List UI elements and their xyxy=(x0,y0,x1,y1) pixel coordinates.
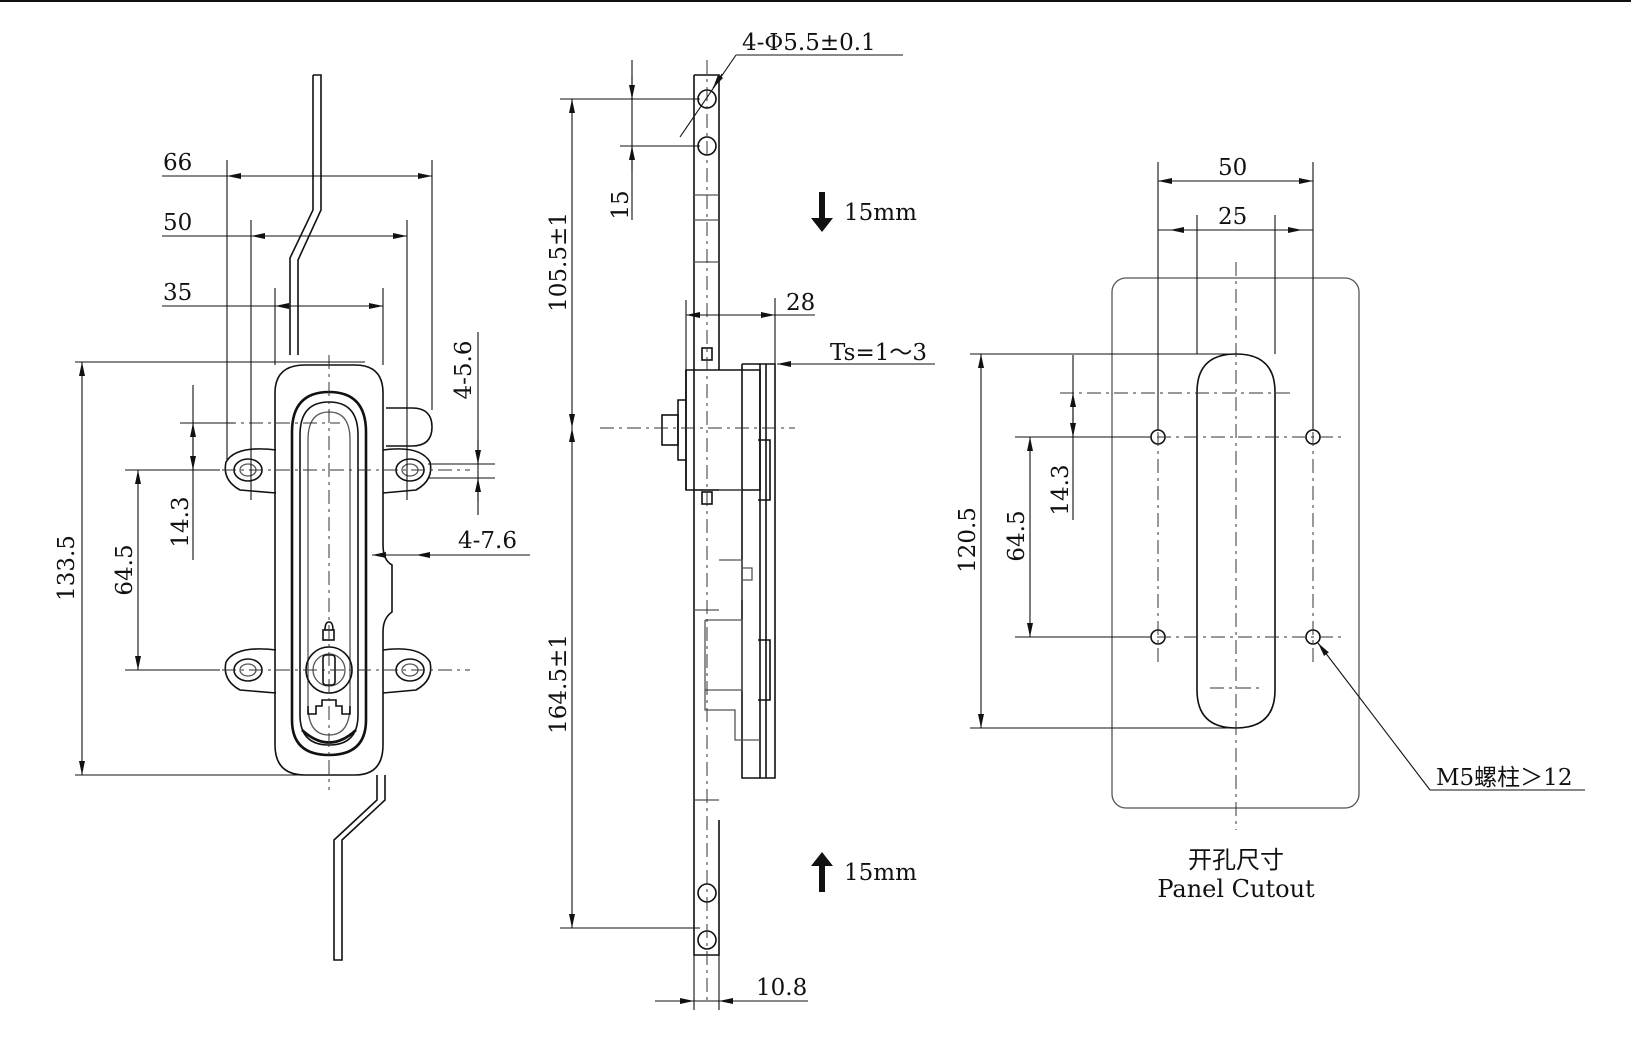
arrow-down-icon xyxy=(811,192,833,232)
dim-105-5: 105.5±1 xyxy=(546,212,572,312)
travel-down-label: 15mm xyxy=(844,200,917,226)
handle-slot xyxy=(290,390,368,757)
cutout-view: 50 25 120.5 64.5 14.3 M5螺柱＞12 开孔尺寸 Panel… xyxy=(955,155,1585,903)
dim-4-7-6: 4-7.6 xyxy=(458,528,517,554)
travel-up-label: 15mm xyxy=(844,860,917,886)
upper-rod xyxy=(289,74,322,355)
dim-50: 50 xyxy=(163,210,192,236)
dim-4-5-6: 4-5.6 xyxy=(451,341,477,400)
cut-dim-50: 50 xyxy=(1218,155,1247,181)
mounting-ears xyxy=(224,448,432,694)
cutout-slot xyxy=(1196,353,1276,729)
caption-en: Panel Cutout xyxy=(1157,875,1315,903)
dim-28: 28 xyxy=(786,290,815,316)
front-view: 66 50 35 133.5 64.5 14.3 4-5.6 4-7.6 xyxy=(54,74,530,961)
cut-dim-120-5: 120.5 xyxy=(955,507,981,573)
dim-15: 15 xyxy=(608,190,634,219)
arrow-up-icon xyxy=(811,852,833,892)
cut-dim-25: 25 xyxy=(1218,204,1247,230)
dim-133-5: 133.5 xyxy=(54,535,80,601)
housing-outline xyxy=(274,364,393,776)
lower-rod xyxy=(333,775,386,961)
dim-10-8: 10.8 xyxy=(756,975,807,1001)
dim-66: 66 xyxy=(163,150,192,176)
cut-dim-64-5: 64.5 xyxy=(1004,510,1030,561)
latch-tongue xyxy=(386,407,433,447)
dim-14-3: 14.3 xyxy=(168,496,194,547)
dim-164-5: 164.5±1 xyxy=(546,634,572,734)
cut-dim-14-3: 14.3 xyxy=(1048,464,1074,515)
stud-callout: M5螺柱＞12 xyxy=(1436,765,1572,791)
dim-ts: Ts=1～3 xyxy=(830,340,927,366)
side-view: 4-Φ5.5±0.1 15 105.5±1 164.5±1 28 Ts=1～3 … xyxy=(546,30,935,1010)
side-body xyxy=(685,369,761,491)
dim-35: 35 xyxy=(163,280,192,306)
dim-holes: 4-Φ5.5±0.1 xyxy=(742,30,876,56)
caption-cn: 开孔尺寸 xyxy=(1188,846,1284,874)
dim-64-5: 64.5 xyxy=(112,544,138,595)
side-plate xyxy=(759,363,776,779)
